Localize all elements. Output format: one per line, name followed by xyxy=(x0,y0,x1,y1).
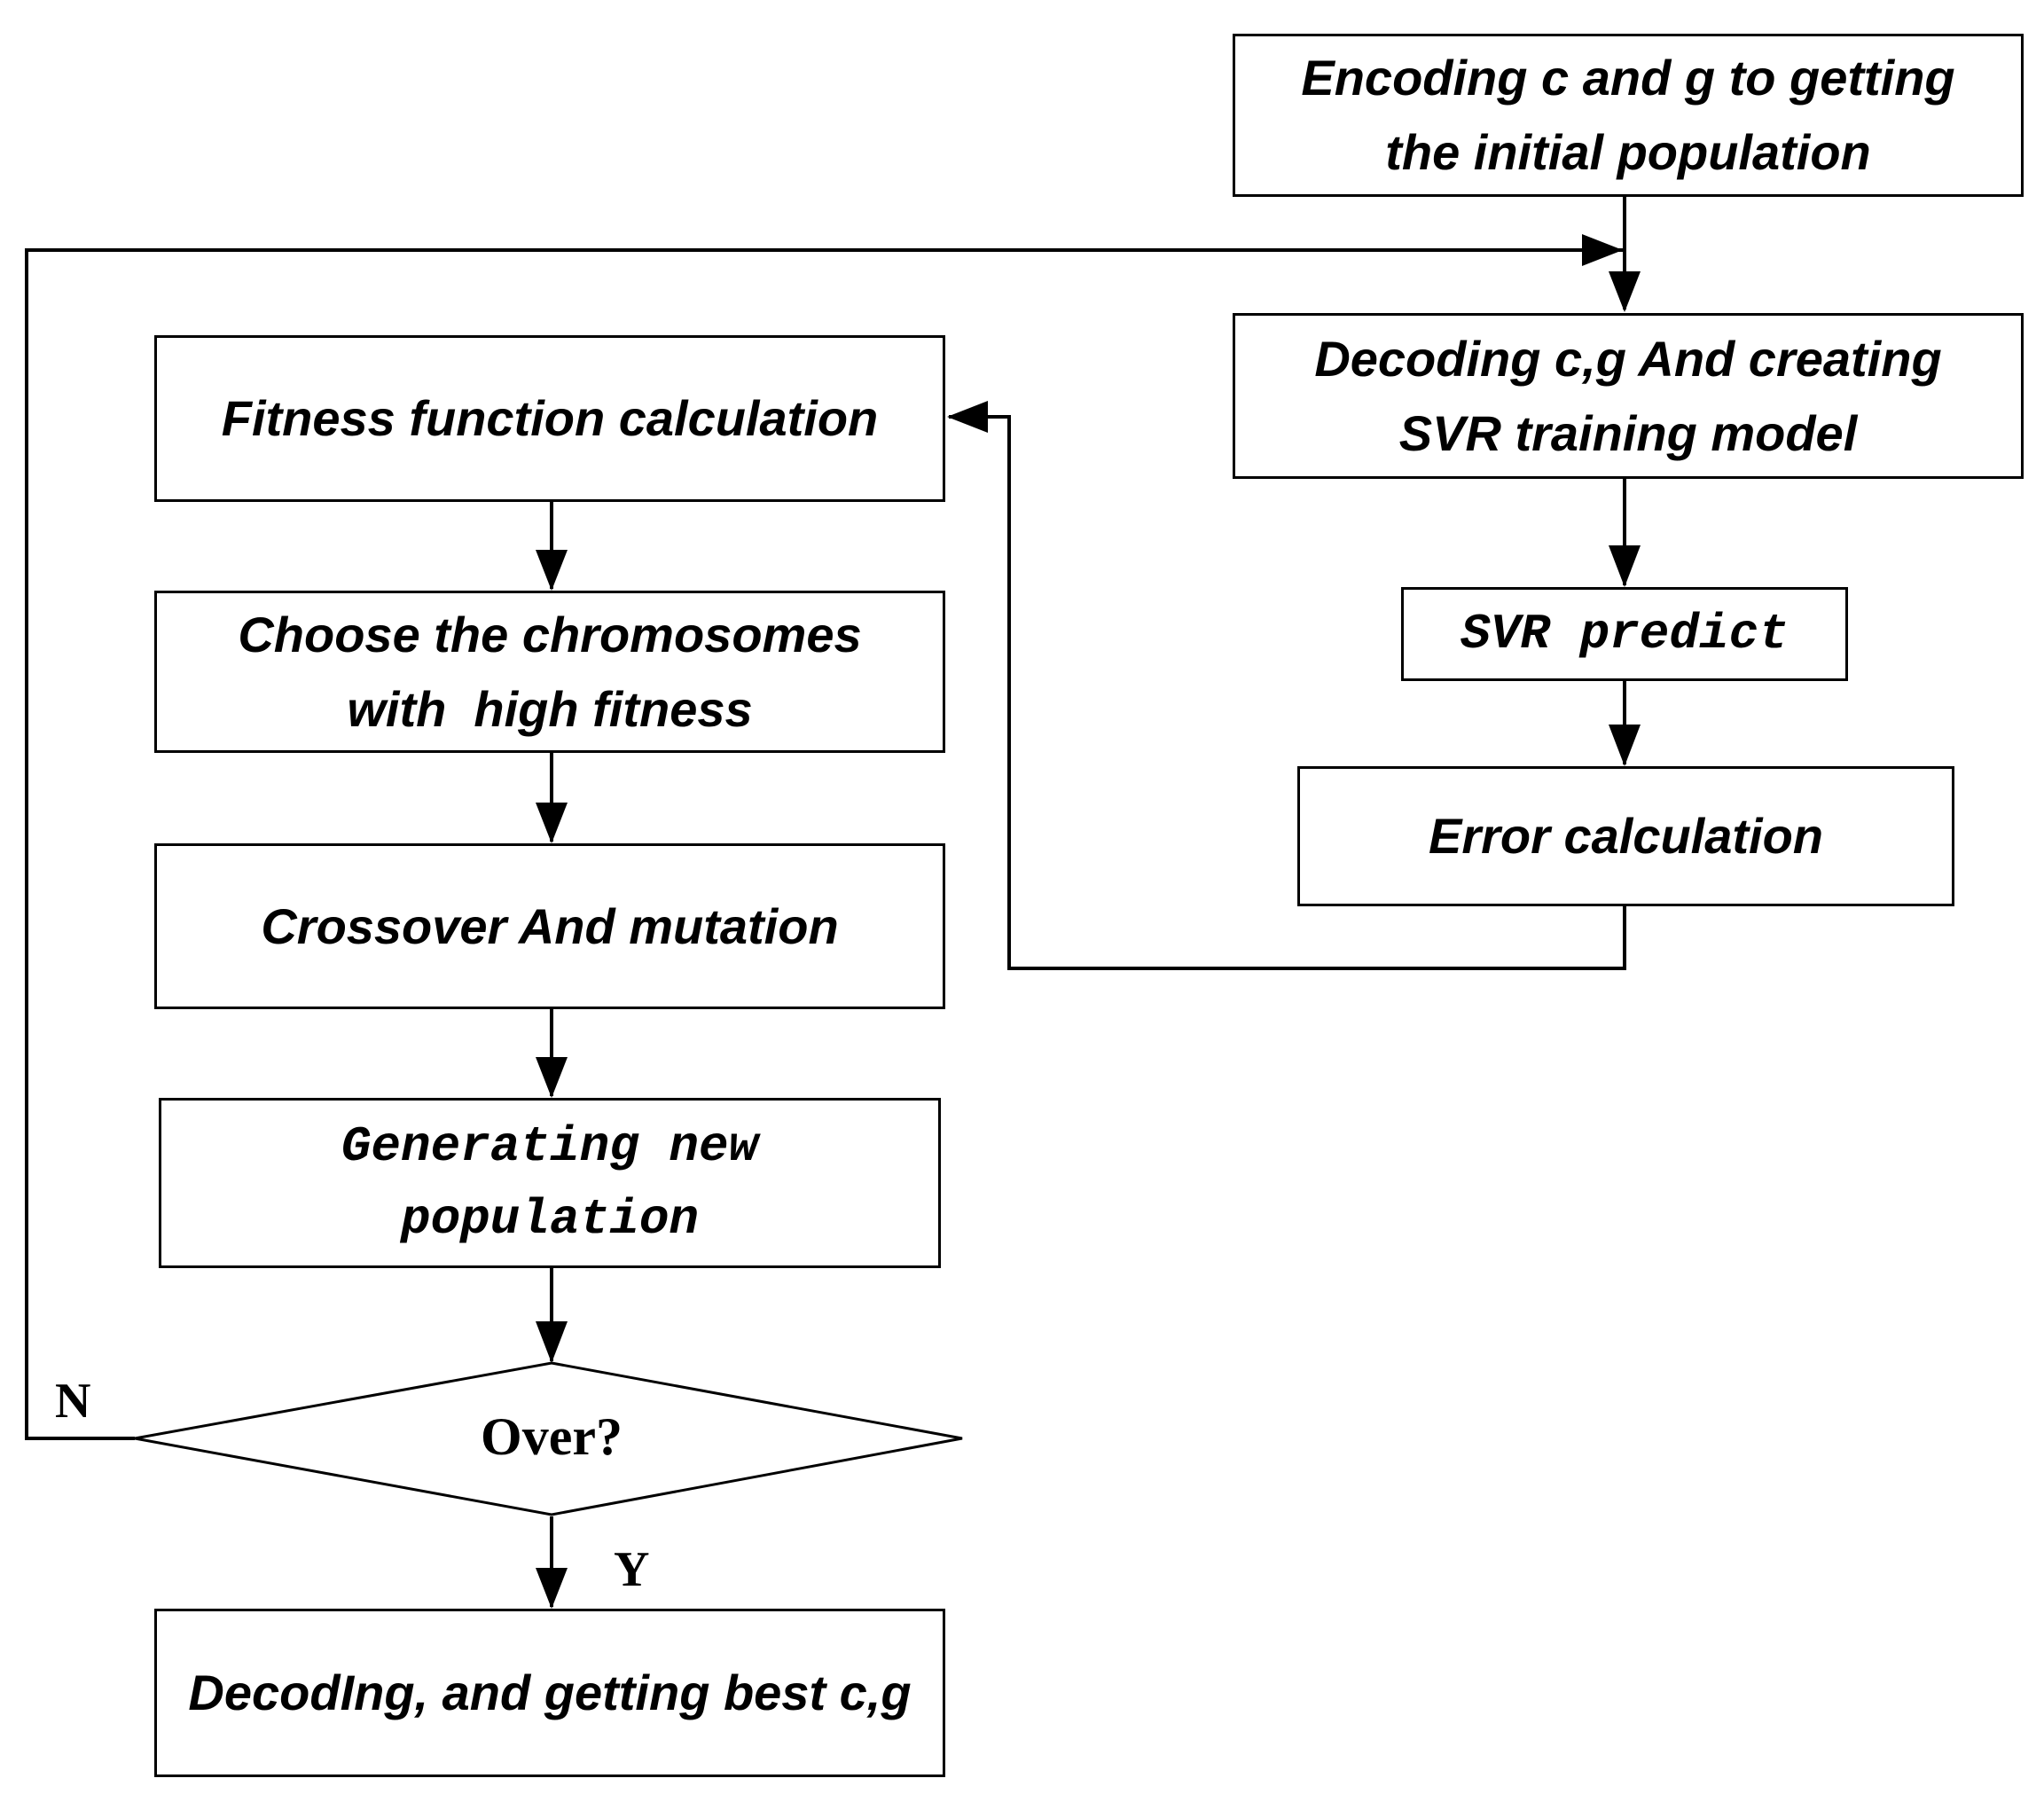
arrowhead-error-to-fitness xyxy=(947,401,988,433)
fitness-text: Fitness function calculation xyxy=(221,390,879,446)
no-label: N xyxy=(55,1374,91,1429)
encode-text: Encoding c and g to getting the initial … xyxy=(1301,50,1955,180)
generate-box: Generating new population xyxy=(159,1098,941,1268)
arrow-error-to-fitness xyxy=(949,415,1626,970)
choose-box: Choose the chromosomes with high fitness xyxy=(154,591,945,753)
best-box: DecodIng, and getting best c,g xyxy=(154,1609,945,1777)
fitness-box: Fitness function calculation xyxy=(154,335,945,502)
decode-svr-text: Decoding c,g And creating SVR training m… xyxy=(1314,330,1942,461)
decision-diamond-shape xyxy=(134,1361,963,1516)
arrowhead-generate-to-over xyxy=(536,1321,568,1363)
crossover-text: Crossover And mutation xyxy=(261,897,839,954)
arrow-over-loop-back xyxy=(25,248,1623,1440)
yes-label: Y xyxy=(614,1542,650,1597)
svr-predict-box: SVR predict xyxy=(1401,587,1848,681)
arrowhead-over-to-best xyxy=(536,1568,568,1609)
generate-text: Generating new population xyxy=(341,1118,759,1248)
decode-svr-box: Decoding c,g And creating SVR training m… xyxy=(1233,313,2024,479)
arrowhead-decode-to-predict xyxy=(1609,545,1641,587)
encode-box: Encoding c and g to getting the initial … xyxy=(1233,34,2024,197)
arrowhead-crossover-to-generate xyxy=(536,1057,568,1098)
choose-text: Choose the chromosomes with high fitness xyxy=(238,606,876,737)
error-calc-box: Error calculation xyxy=(1297,766,1954,906)
error-calc-text: Error calculation xyxy=(1428,808,1824,864)
best-text: DecodIng, and getting best c,g xyxy=(188,1665,912,1720)
arrowhead-over-loop-back xyxy=(1582,234,1623,266)
arrowhead-predict-to-error xyxy=(1609,725,1641,766)
svr-predict-text: SVR predict xyxy=(1461,606,1789,662)
arrowhead-choose-to-crossover xyxy=(536,803,568,843)
arrowhead-encode-to-decode xyxy=(1609,271,1641,312)
arrowhead-fitness-to-choose xyxy=(536,550,568,591)
over-text: Over? xyxy=(481,1407,623,1466)
crossover-box: Crossover And mutation xyxy=(154,843,945,1009)
